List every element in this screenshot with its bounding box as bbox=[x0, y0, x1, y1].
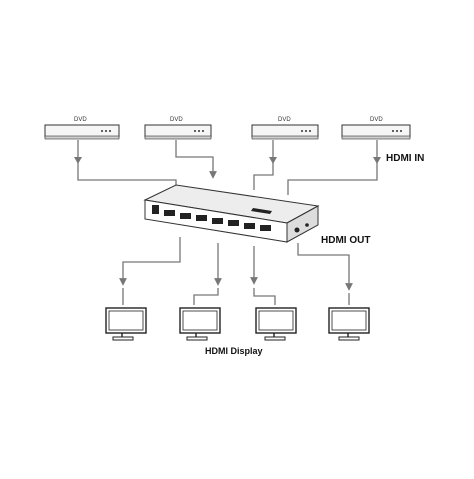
dvd-player-4 bbox=[341, 124, 411, 140]
dvd-player-2 bbox=[144, 124, 212, 140]
dvd-label-3: DVD bbox=[278, 117, 291, 123]
display-2 bbox=[179, 307, 221, 341]
hdmi-out-label: HDMI OUT bbox=[321, 235, 371, 246]
dvd-label-1: DVD bbox=[74, 117, 87, 123]
hdmi-display-label: HDMI Display bbox=[205, 346, 263, 356]
dvd-label-4: DVD bbox=[370, 117, 383, 123]
output-cable-1 bbox=[119, 237, 181, 286]
input-arrows bbox=[74, 157, 381, 164]
display-3 bbox=[255, 307, 297, 341]
hdmi-ports bbox=[164, 210, 271, 231]
input-cable-2 bbox=[175, 140, 217, 179]
arrow-down-icon bbox=[373, 157, 381, 164]
input-cables bbox=[77, 140, 378, 195]
input-cable-3 bbox=[253, 140, 274, 190]
hdmi-splitter bbox=[143, 184, 320, 243]
input-cable-4 bbox=[287, 140, 378, 195]
display-1 bbox=[105, 307, 147, 341]
display-cable-2 bbox=[193, 288, 219, 305]
input-cable-1 bbox=[77, 140, 177, 187]
arrow-down-icon bbox=[269, 157, 277, 164]
hdmi-in-label: HDMI IN bbox=[386, 153, 425, 164]
output-cable-4 bbox=[297, 243, 353, 291]
arrow-down-icon bbox=[74, 157, 82, 164]
dvd-player-3 bbox=[251, 124, 319, 140]
display-cable-3 bbox=[253, 288, 276, 305]
dvd-player-1 bbox=[44, 124, 120, 140]
output-cables bbox=[119, 237, 353, 305]
dvd-label-2: DVD bbox=[170, 117, 183, 123]
display-4 bbox=[328, 307, 370, 341]
